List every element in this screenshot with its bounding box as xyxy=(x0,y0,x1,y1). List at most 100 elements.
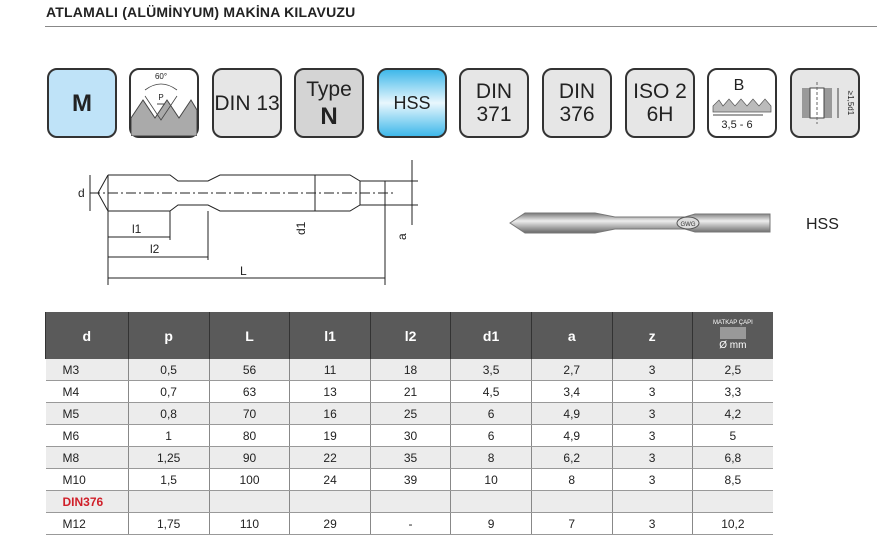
col-z: z xyxy=(611,312,693,359)
table-cell: 56 xyxy=(208,359,290,381)
tap-technical-drawing: d l1 l2 L d1 a xyxy=(78,160,418,285)
table-cell: 1,25 xyxy=(127,446,210,469)
section-label: DIN376 xyxy=(45,490,129,513)
table-cell: M8 xyxy=(45,446,129,469)
table-cell: 24 xyxy=(289,468,371,491)
table-cell: 3 xyxy=(611,380,693,403)
table-cell: 1 xyxy=(127,424,210,447)
table-cell: 4,9 xyxy=(530,402,613,425)
table-cell: M6 xyxy=(45,424,129,447)
table-cell: 1,5 xyxy=(127,468,210,491)
din371-number: 371 xyxy=(476,103,512,126)
table-cell: 3 xyxy=(611,359,693,381)
metric-icon: M xyxy=(47,68,117,138)
table-cell xyxy=(691,490,773,513)
din13-label: DIN 13 xyxy=(214,91,280,115)
table-cell: 110 xyxy=(208,512,290,535)
table-cell: 63 xyxy=(208,380,290,403)
table-cell: 80 xyxy=(208,424,290,447)
table-cell: 3 xyxy=(611,468,693,491)
din376-label: DIN xyxy=(558,80,596,103)
table-cell: 70 xyxy=(208,402,290,425)
table-cell xyxy=(450,490,532,513)
a-label: a xyxy=(395,233,409,240)
table-cell: 7 xyxy=(530,512,613,535)
d1-label: d1 xyxy=(294,221,308,235)
iso-label: ISO 2 xyxy=(633,80,687,103)
table-cell: 6,2 xyxy=(530,446,613,469)
thread-profile-icon: 60°P xyxy=(129,68,199,138)
din376-number: 376 xyxy=(559,103,595,126)
table-cell: 21 xyxy=(369,380,451,403)
table-cell: 10,2 xyxy=(691,512,773,535)
page-title: ATLAMALI (ALÜMİNYUM) MAKİNA KILAVUZU xyxy=(46,4,356,20)
col-drill-diameter: MATKAP ÇAPI Ø mm xyxy=(691,312,773,359)
table-cell: 25 xyxy=(369,402,451,425)
table-cell xyxy=(208,490,290,513)
brand-logo: GWG xyxy=(681,222,696,228)
col-p: p xyxy=(127,312,210,359)
table-cell: 4,5 xyxy=(450,380,532,403)
drill-icon xyxy=(719,327,746,339)
table-cell: 22 xyxy=(289,446,371,469)
tap-photo: GWG xyxy=(509,212,771,234)
table-cell: 0,8 xyxy=(127,402,210,425)
table-cell: 8,5 xyxy=(691,468,773,491)
L-label: L xyxy=(240,264,247,278)
table-cell: 9 xyxy=(450,512,532,535)
table-cell: 8 xyxy=(530,468,613,491)
table-cell: 10 xyxy=(450,468,532,491)
table-cell: 19 xyxy=(289,424,371,447)
table-cell: 2,5 xyxy=(691,359,773,381)
din13-icon: DIN 13 xyxy=(212,68,282,138)
l1-label: l1 xyxy=(132,222,142,236)
table-cell: 35 xyxy=(369,446,451,469)
table-cell: 3,5 xyxy=(450,359,532,381)
table-cell: 4,2 xyxy=(691,402,773,425)
table-cell: 5 xyxy=(691,424,773,447)
pitch-label: P xyxy=(158,93,163,102)
col-d1: d1 xyxy=(450,312,532,359)
table-cell: 3,3 xyxy=(691,380,773,403)
chamfer-label: B xyxy=(734,77,745,94)
table-cell: 100 xyxy=(208,468,290,491)
table-cell xyxy=(369,490,451,513)
table-cell: 18 xyxy=(369,359,451,381)
table-cell: 6 xyxy=(450,424,532,447)
table-cell: 8 xyxy=(450,446,532,469)
table-cell: 3 xyxy=(611,512,693,535)
table-cell: 29 xyxy=(289,512,371,535)
col-l1: l1 xyxy=(289,312,371,359)
table-cell: M10 xyxy=(45,468,129,491)
col-d: d xyxy=(45,312,129,359)
col-a: a xyxy=(530,312,613,359)
depth-label: ≥1,5d1 xyxy=(846,91,855,116)
table-cell: 6 xyxy=(450,402,532,425)
col-L: L xyxy=(208,312,290,359)
hss-label: HSS xyxy=(393,92,431,113)
drill-header-title: MATKAP ÇAPI xyxy=(712,320,753,326)
divider xyxy=(45,26,877,27)
table-cell: - xyxy=(369,512,451,535)
l2-label: l2 xyxy=(150,242,160,256)
type-label: Type xyxy=(306,78,352,101)
table-cell: 30 xyxy=(369,424,451,447)
table-cell: 6,8 xyxy=(691,446,773,469)
table-cell: M5 xyxy=(45,402,129,425)
table-cell: M3 xyxy=(45,359,129,381)
drill-header-unit: Ø mm xyxy=(719,340,747,351)
d-label: d xyxy=(78,186,85,200)
table-cell xyxy=(611,490,693,513)
table-cell: M12 xyxy=(45,512,129,535)
